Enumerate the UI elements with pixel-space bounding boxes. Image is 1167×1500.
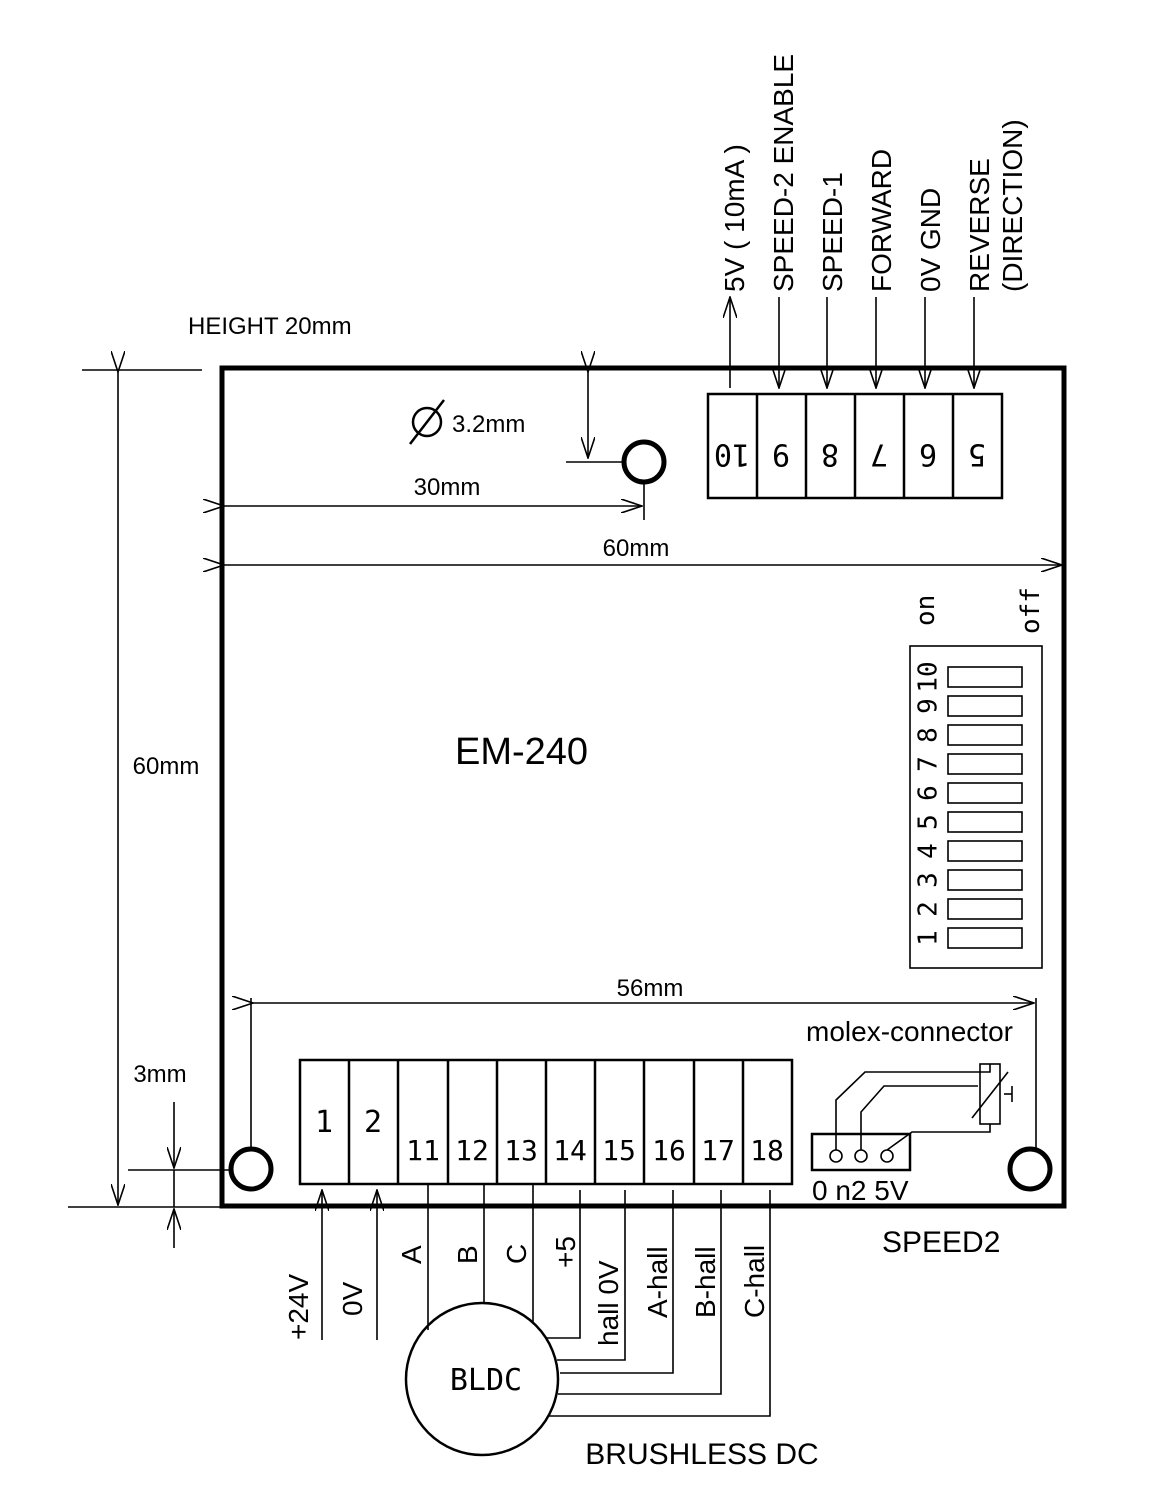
label-reverse: REVERSE	[964, 158, 995, 292]
dip-switch-slot	[947, 927, 1023, 949]
bottom-pin-13: 13	[504, 1134, 538, 1167]
bottom-terminal-block: 1 2 11 12 13 14 15 16 17 18	[298, 1058, 794, 1186]
dip-switch-number: 5	[914, 814, 944, 830]
board-outline	[219, 365, 1067, 1209]
label-phase-b: B	[452, 1245, 483, 1264]
label-speed1: SPEED-1	[817, 172, 848, 292]
dip-switch-slot	[947, 753, 1023, 775]
label-0v-gnd: 0V GND	[915, 188, 946, 292]
label-forward: FORWARD	[866, 149, 897, 292]
bottom-pin-14: 14	[553, 1134, 587, 1167]
dip-switch-number: 8	[914, 727, 944, 743]
dim-3mm-label: 3mm	[133, 1061, 186, 1088]
bottom-pin-15: 15	[602, 1134, 636, 1167]
top-pin-9: 9	[772, 437, 790, 472]
dip-switch-slot	[947, 666, 1023, 688]
dip-switch: on off 1 2 3 4 5 6 7 8 9 10	[909, 587, 1046, 969]
mounting-hole-bottom-left	[228, 1146, 274, 1192]
top-pin-8: 8	[821, 437, 839, 472]
mounting-hole-bottom-right	[1007, 1146, 1053, 1192]
bottom-pin-2: 2	[364, 1105, 382, 1140]
top-terminal-block: 10 9 8 7 6 5	[706, 392, 1004, 500]
label-phase-c: C	[501, 1244, 532, 1264]
dip-switch-slot	[947, 898, 1023, 920]
label-c-hall: C-hall	[739, 1245, 770, 1318]
molex-pins-label: 0 n2 5V	[812, 1175, 909, 1206]
dim-60mm-height-label: 60mm	[133, 753, 200, 780]
label-b-hall: B-hall	[690, 1246, 721, 1318]
label-5v-10ma: 5V ( 10mA )	[719, 144, 750, 292]
dip-switch-number: 4	[914, 843, 944, 859]
label-speed2-enable: SPEED-2 ENABLE	[768, 54, 799, 292]
dip-switch-number: 6	[914, 785, 944, 801]
molex-connector-label: molex-connector	[806, 1016, 1013, 1047]
potentiometer-icon	[971, 1063, 1013, 1125]
top-pin-10: 10	[714, 437, 750, 472]
dip-switch-number: 10	[914, 661, 944, 692]
dip-off-label: off	[1016, 587, 1046, 634]
label-0v: 0V	[337, 1281, 368, 1316]
label-plus-24v: +24V	[283, 1274, 314, 1340]
dip-switch-number: 1	[914, 930, 944, 946]
motor-wires	[427, 1184, 771, 1417]
dip-switch-slot	[947, 695, 1023, 717]
dim-60mm-width-label: 60mm	[603, 535, 670, 562]
bottom-pin-18: 18	[750, 1134, 784, 1167]
dip-switch-number: 2	[914, 901, 944, 917]
diameter-icon	[409, 399, 445, 445]
dip-switch-slot	[947, 869, 1023, 891]
dim-56mm-label: 56mm	[617, 975, 684, 1002]
molex-connector	[810, 1064, 991, 1172]
dip-switch-number: 3	[914, 872, 944, 888]
dip-on-label: on	[911, 595, 941, 626]
top-pin-5: 5	[968, 437, 986, 472]
bottom-pin-11: 11	[406, 1134, 440, 1167]
dip-switch-slot	[947, 840, 1023, 862]
bottom-pin-12: 12	[455, 1134, 489, 1167]
bottom-pin-16: 16	[652, 1134, 686, 1167]
dip-switch-slot	[947, 811, 1023, 833]
bottom-pin-17: 17	[701, 1134, 735, 1167]
bldc-motor-label: BLDC	[450, 1363, 522, 1398]
speed2-label: SPEED2	[882, 1226, 1000, 1259]
height-note: HEIGHT 20mm	[188, 313, 352, 340]
dip-switch-slot	[947, 782, 1023, 804]
dip-switch-number: 9	[914, 698, 944, 714]
top-pin-6: 6	[919, 437, 937, 472]
dip-switch-slot	[947, 724, 1023, 746]
label-a-hall: A-hall	[642, 1246, 673, 1318]
bottom-pin-1: 1	[315, 1105, 333, 1140]
label-phase-a: A	[396, 1245, 427, 1264]
model-name: EM-240	[455, 731, 588, 773]
label-direction: (DIRECTION)	[997, 119, 1028, 292]
label-hall-0v: hall 0V	[593, 1260, 624, 1346]
label-plus-5: +5	[550, 1236, 581, 1268]
hole-diameter-label: 3.2mm	[452, 411, 525, 438]
brushless-dc-caption: BRUSHLESS DC	[585, 1438, 818, 1471]
bldc-motor	[404, 1301, 560, 1457]
dip-switch-number: 7	[914, 756, 944, 772]
dim-30mm-label: 30mm	[414, 474, 481, 501]
top-pin-7: 7	[870, 437, 888, 472]
mounting-hole-top	[621, 439, 667, 485]
